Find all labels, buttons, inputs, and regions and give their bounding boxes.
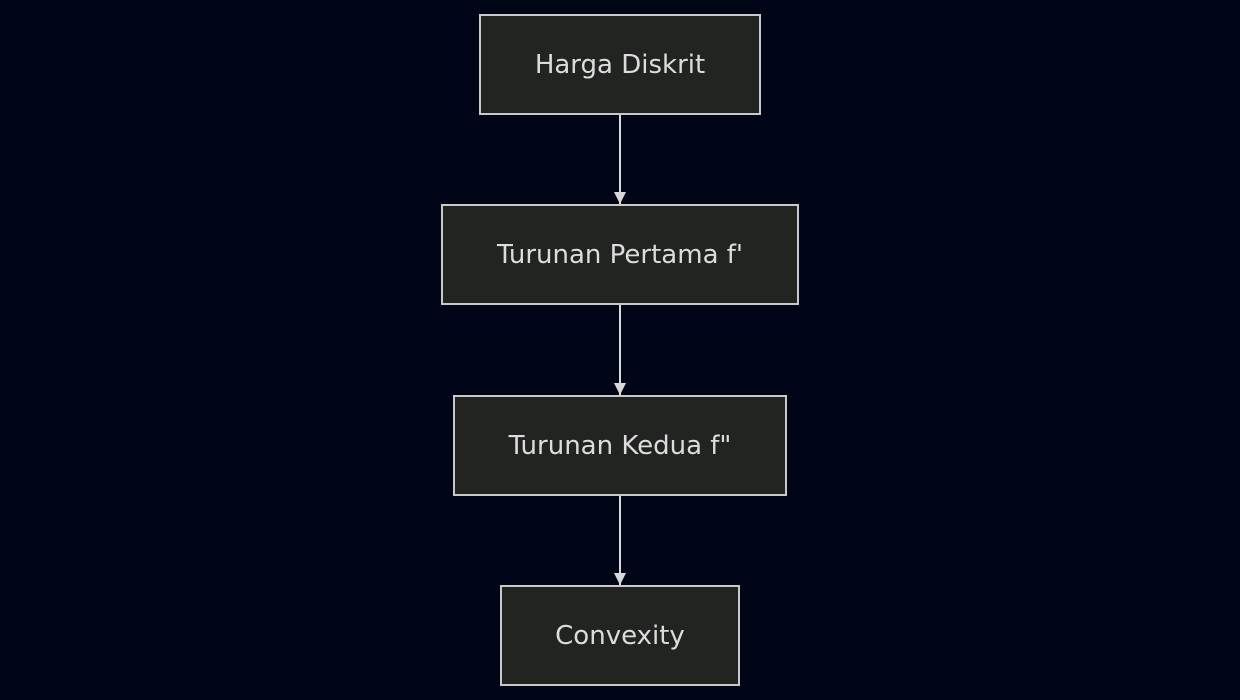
node-label: Turunan Kedua f" <box>508 430 732 461</box>
node-turunan-kedua: Turunan Kedua f" <box>453 395 787 496</box>
node-label: Turunan Pertama f' <box>496 239 744 270</box>
node-label: Convexity <box>555 620 685 651</box>
node-label: Harga Diskrit <box>534 49 706 80</box>
node-harga-diskrit: Harga Diskrit <box>479 14 761 115</box>
node-turunan-pertama: Turunan Pertama f' <box>441 204 799 305</box>
node-convexity: Convexity <box>500 585 740 686</box>
